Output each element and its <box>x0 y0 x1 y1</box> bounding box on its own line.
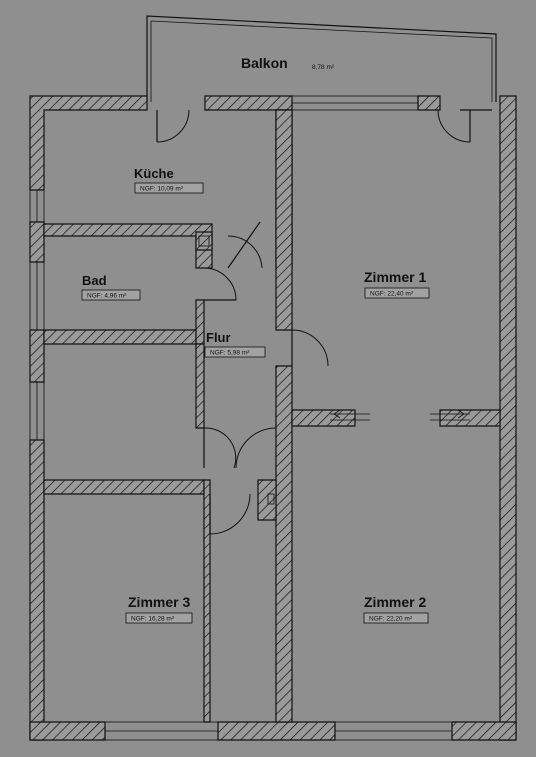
room-area-zimmer1: NGF: 22,40 m² <box>370 291 414 298</box>
wall-bad-bottom <box>43 329 197 345</box>
wall-top-left <box>29 95 148 191</box>
wall-flur-left-upper <box>195 299 205 345</box>
room-name-zimmer3: Zimmer 3 <box>128 594 190 610</box>
wall-divider-right <box>439 409 501 427</box>
balcony-outline <box>146 15 497 102</box>
sliding-doors <box>330 409 470 421</box>
wall-left-upper <box>29 221 45 263</box>
room-area-zimmer3: NGF: 16,28 m² <box>131 616 175 623</box>
room-area-zimmer2: NGF: 22,20 m² <box>369 616 413 623</box>
wall-top-middle <box>204 95 293 111</box>
room-name-kueche: Küche <box>134 166 174 181</box>
wall-flur-bottom-left <box>203 479 211 723</box>
wall-top-right-b <box>499 95 517 741</box>
room-name-flur: Flur <box>206 330 231 345</box>
wall-shaft-lower <box>257 479 277 521</box>
room-area-bad: NGF: 4,96 m² <box>87 293 127 300</box>
room-flur: Flur NGF: 5,98 m² <box>204 330 266 358</box>
wall-room-bottom <box>43 479 205 495</box>
wall-kitchen-bad <box>43 223 213 237</box>
wall-divider-left <box>291 409 356 427</box>
room-name-zimmer1: Zimmer 1 <box>364 269 426 285</box>
windows <box>29 95 453 741</box>
wall-bottom-center <box>217 721 336 741</box>
room-zimmer2: Zimmer 2 NGF: 22,20 m² <box>363 594 429 624</box>
room-name-bad: Bad <box>82 273 107 288</box>
room-area-kueche: NGF: 10,09 m² <box>140 186 184 193</box>
balcony-label: Balkon 8,78 m² <box>241 55 335 71</box>
room-name-zimmer2: Zimmer 2 <box>364 594 426 610</box>
wall-bottom-right <box>451 721 517 741</box>
balcony-name: Balkon <box>241 55 288 71</box>
room-bad: Bad NGF: 4,96 m² <box>81 273 141 301</box>
room-area-flur: NGF: 5,98 m² <box>210 350 250 357</box>
room-zimmer3: Zimmer 3 NGF: 16,28 m² <box>125 594 193 624</box>
wall-flur-right-a <box>275 365 293 723</box>
wall-left-middle <box>29 329 45 383</box>
room-zimmer1: Zimmer 1 NGF: 22,40 m² <box>364 269 430 299</box>
room-kueche: Küche NGF: 10,09 m² <box>134 166 204 194</box>
interior-walls <box>43 109 501 723</box>
shaft-marks <box>198 235 275 505</box>
wall-bottom-left <box>29 721 106 741</box>
wall-left-lower <box>29 439 45 741</box>
wall-zimmer1-left <box>275 109 293 331</box>
doors <box>156 109 492 535</box>
balcony-area: 8,78 m² <box>312 64 335 71</box>
wall-top-right-a <box>417 95 441 111</box>
wall-flur-left-lower <box>195 343 205 429</box>
wall-shaft <box>195 231 213 251</box>
